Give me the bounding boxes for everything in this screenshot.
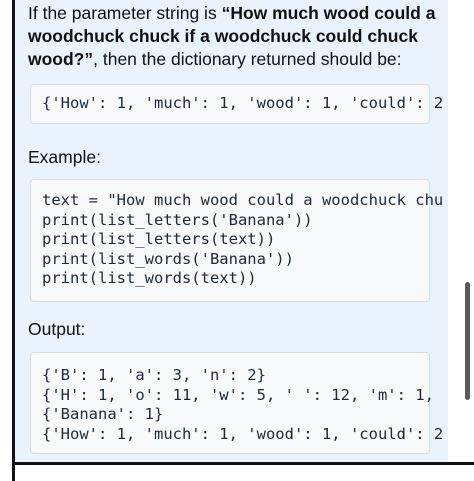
- code-line: {'Banana': 1}: [42, 405, 164, 423]
- code-line: print(list_words('Banana')): [42, 249, 294, 268]
- intro-line-3: wood?”, then the dictionary returned sho…: [28, 49, 402, 69]
- code-line: print(list_letters(text)): [42, 230, 276, 248]
- result-code-block: {'How': 1, 'much': 1, 'wood': 1, 'could'…: [30, 84, 444, 124]
- bottom-border: [12, 462, 474, 465]
- output-code-block: {'B': 1, 'a': 3, 'n': 2} {'H': 1, 'o': 1…: [30, 352, 444, 454]
- example-heading: Example:: [28, 147, 101, 167]
- output-heading: Output:: [28, 319, 86, 339]
- scrollbar-thumb[interactable]: [465, 282, 470, 400]
- code-line: print(list_words(text)): [42, 269, 257, 287]
- code-line: {'How': 1, 'much': 1, 'wood': 1, 'could'…: [42, 94, 444, 112]
- intro-paragraph: If the parameter string is “How much woo…: [28, 2, 435, 71]
- code-line: {'B': 1, 'a': 3, 'n': 2}: [42, 366, 266, 384]
- code-line: text = "How much wood could a woodchuck …: [42, 191, 444, 209]
- code-line: {'H': 1, 'o': 11, 'w': 5, ' ': 12, 'm': …: [42, 385, 434, 404]
- code-line: {'How': 1, 'much': 1, 'wood': 1, 'could'…: [42, 424, 444, 443]
- code-line: print(list_letters('Banana')): [42, 210, 313, 229]
- intro-line-1: If the parameter string is “How much woo…: [28, 3, 436, 23]
- quoted-string-part-2: woodchuck chuck if a woodchuck could chu…: [28, 26, 418, 46]
- left-border: [12, 0, 15, 481]
- quoted-string-part-3: wood?”: [28, 49, 94, 69]
- quoted-string-part-1: “How much wood could a: [221, 3, 436, 23]
- intro-line-2: woodchuck chuck if a woodchuck could chu…: [28, 25, 435, 48]
- example-code-block: text = "How much wood could a woodchuck …: [30, 179, 444, 302]
